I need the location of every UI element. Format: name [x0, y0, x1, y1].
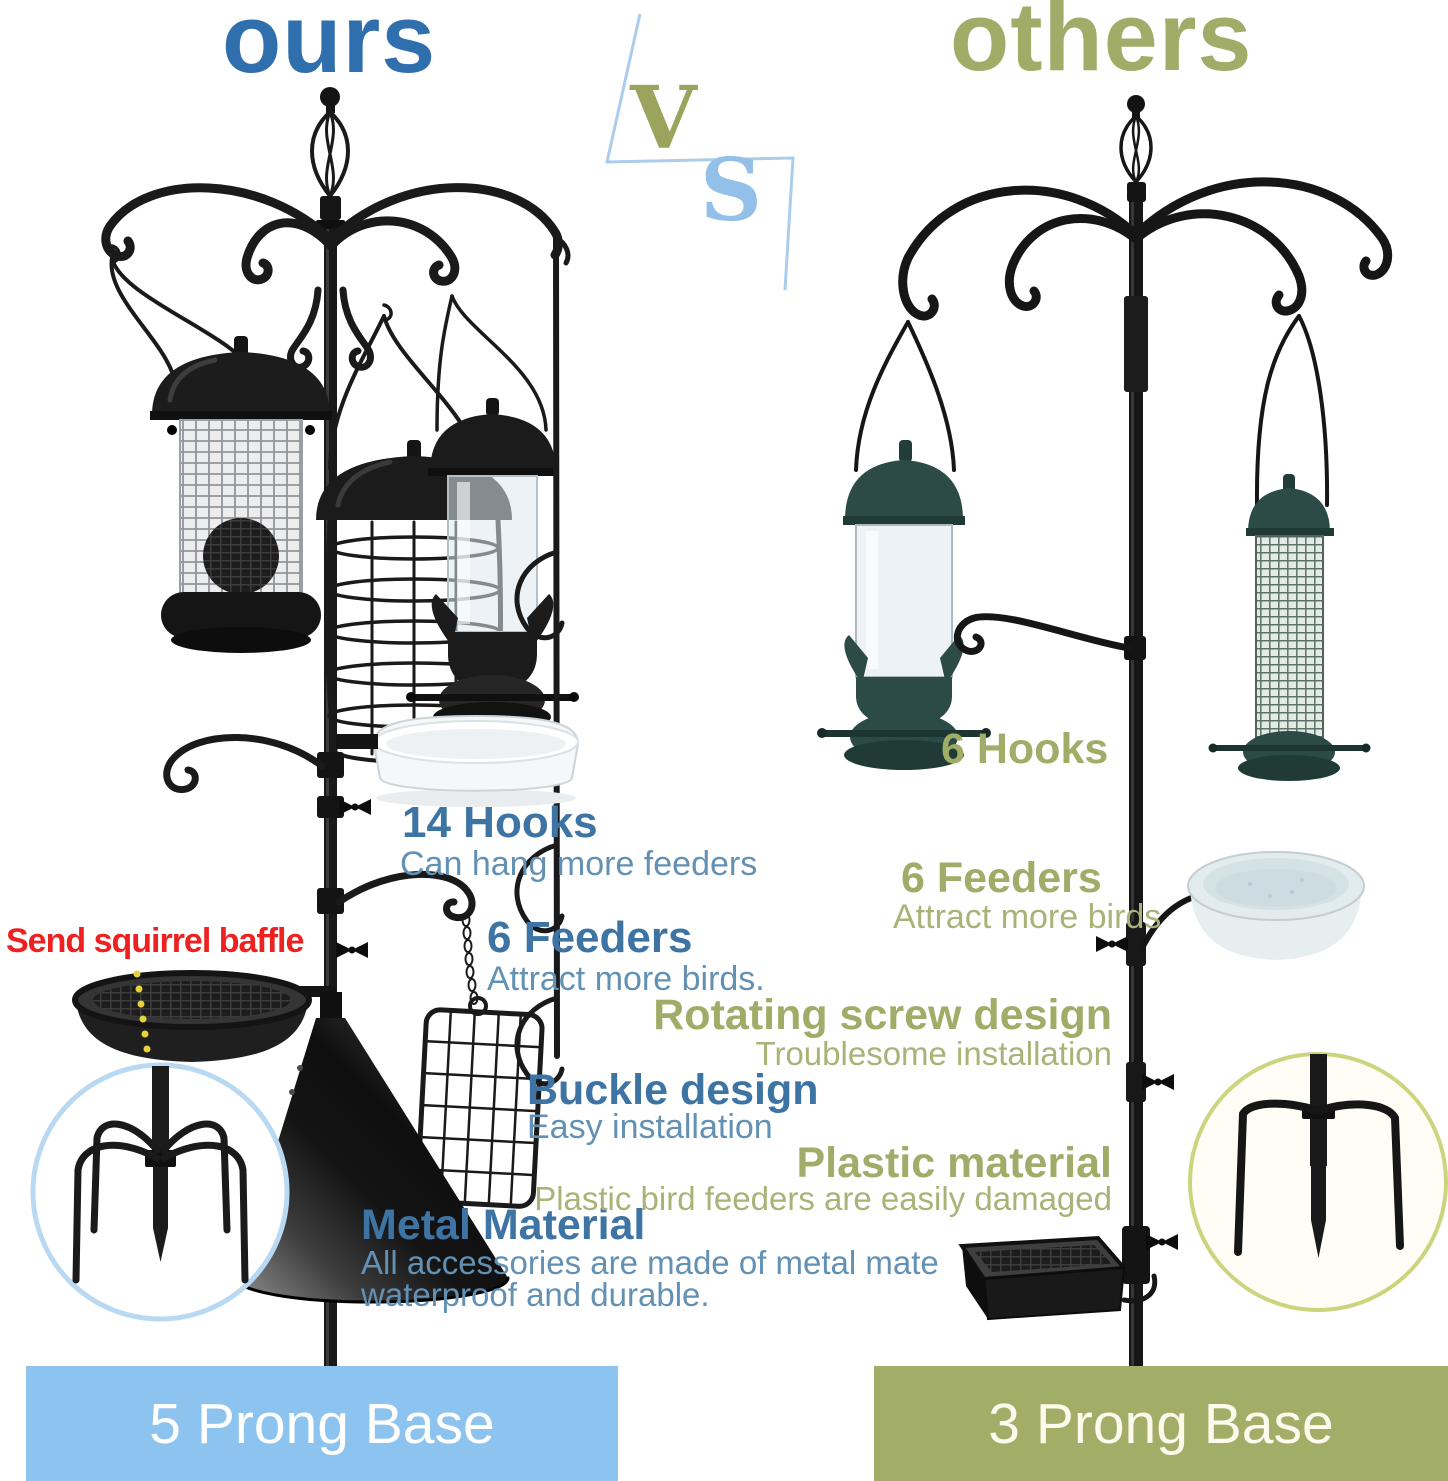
callout-plastic-title: Plastic material [796, 1139, 1112, 1187]
green-mesh-feeder-illustration [1208, 314, 1371, 781]
white-tray-feeder [336, 714, 580, 807]
callout-buckle-subtitle: Easy installation [527, 1108, 773, 1146]
three-prong-base-banner: 3 Prong Base [874, 1366, 1448, 1481]
callout-rotating-screw-title: Rotating screw design [653, 991, 1112, 1039]
vs-slash-lines [605, 13, 795, 291]
callout-metal-line2: waterproof and durable. [361, 1276, 710, 1313]
callout-metal-line1: All accessories are made of metal mate [361, 1244, 939, 1281]
callout-rotating-screw-subtitle: Troublesome installation [755, 1035, 1112, 1072]
pole-buckle-clamp [317, 796, 344, 818]
mesh-dish-tray [72, 970, 336, 1062]
others-title: others [950, 0, 1253, 91]
callout-metal-title: Metal Material [361, 1201, 646, 1249]
callout-6-feeders-right-subtitle: Attract more birds [893, 898, 1162, 936]
side-hook-rod [514, 233, 571, 1087]
callout-6-hooks-right-title: 6 Hooks [941, 725, 1109, 773]
right-twist-ornament [1119, 114, 1153, 184]
mesh-tube-feeder-illustration [109, 244, 332, 653]
vs-letter-s: S [700, 140, 763, 241]
left-twist-ornament [310, 110, 350, 198]
callout-6-feeders-left-title: 6 Feeders [487, 913, 693, 962]
wing-nut-icon [1095, 935, 1129, 953]
five-prong-base-banner-label: 5 Prong Base [149, 1391, 495, 1456]
clear-tube-feeder-illustration [406, 294, 579, 732]
five-prong-base-inset [30, 1062, 290, 1322]
left-finial-ball [320, 87, 340, 107]
rotating-screw-clamp [1126, 922, 1146, 966]
right-mid-scroll-arm [954, 613, 1146, 660]
vs-letter-v: V [630, 68, 697, 169]
mesh-basket-tray [958, 1226, 1179, 1321]
right-finial-ball [1127, 95, 1145, 113]
left-station [30, 87, 580, 1366]
squirrel-baffle-cone [234, 992, 510, 1304]
squirrel-baffle-highlight: Send squirrel baffle [6, 922, 304, 960]
right-scroll-arm [317, 870, 476, 959]
callout-buckle-title: Buckle design [527, 1066, 819, 1114]
callout-6-feeders-left-subtitle: Attract more birds. [487, 960, 765, 998]
wing-nut-icon [338, 798, 372, 816]
green-tube-feeder-illustration [817, 320, 991, 770]
five-prong-base-banner: 5 Prong Base [26, 1366, 618, 1481]
callout-plastic-subtitle: Plastic bird feeders are easily damaged [534, 1180, 1112, 1217]
callout-6-feeders-right-title: 6 Feeders [901, 854, 1102, 902]
suet-cage-feeder [415, 913, 545, 1209]
ours-title: ours [222, 0, 437, 93]
callout-14-hooks-subtitle: Can hang more feeders [400, 845, 758, 883]
wing-nut-icon [1141, 1073, 1175, 1091]
three-prong-base-inset [1188, 1052, 1448, 1312]
callout-14-hooks-title: 14 Hooks [402, 798, 598, 847]
bird-bath-dish [1138, 851, 1365, 960]
left-scroll-arm [163, 734, 344, 794]
right-station [817, 95, 1448, 1366]
three-prong-base-banner-label: 3 Prong Base [988, 1391, 1334, 1456]
dotted-leader-line [133, 970, 151, 1053]
right-hanger-arms [898, 177, 1393, 321]
